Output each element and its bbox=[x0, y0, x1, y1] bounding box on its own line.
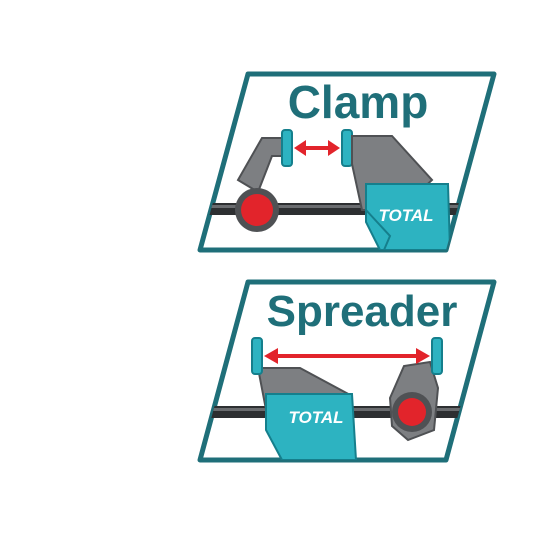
clamp-title: Clamp bbox=[288, 76, 429, 128]
spreader-illustration: Spreader TOTAL bbox=[197, 279, 497, 463]
clamp-illustration: Clamp TOTAL bbox=[197, 71, 497, 253]
clamp-panel: Clamp TOTAL bbox=[0, 60, 540, 260]
clamp-arrow-right-head bbox=[328, 140, 340, 156]
spreader-arrow-left-head bbox=[264, 348, 278, 364]
spreader-arrow-right-head bbox=[416, 348, 430, 364]
spreader-panel: Spreader TOTAL bbox=[0, 270, 540, 470]
clamp-left-pad bbox=[281, 129, 293, 167]
spreader-title: Spreader bbox=[267, 287, 458, 336]
spreader-release-knob bbox=[398, 398, 426, 426]
spreader-brand-logo: TOTAL bbox=[288, 408, 343, 427]
clamp-arrow-left-head bbox=[294, 140, 306, 156]
spreader-left-pad bbox=[251, 337, 263, 375]
clamp-right-pad bbox=[341, 129, 353, 167]
clamp-release-knob bbox=[241, 194, 273, 226]
spreader-handle-body bbox=[265, 393, 358, 460]
spreader-right-pad bbox=[431, 337, 443, 375]
clamp-brand-logo: TOTAL bbox=[378, 206, 433, 225]
